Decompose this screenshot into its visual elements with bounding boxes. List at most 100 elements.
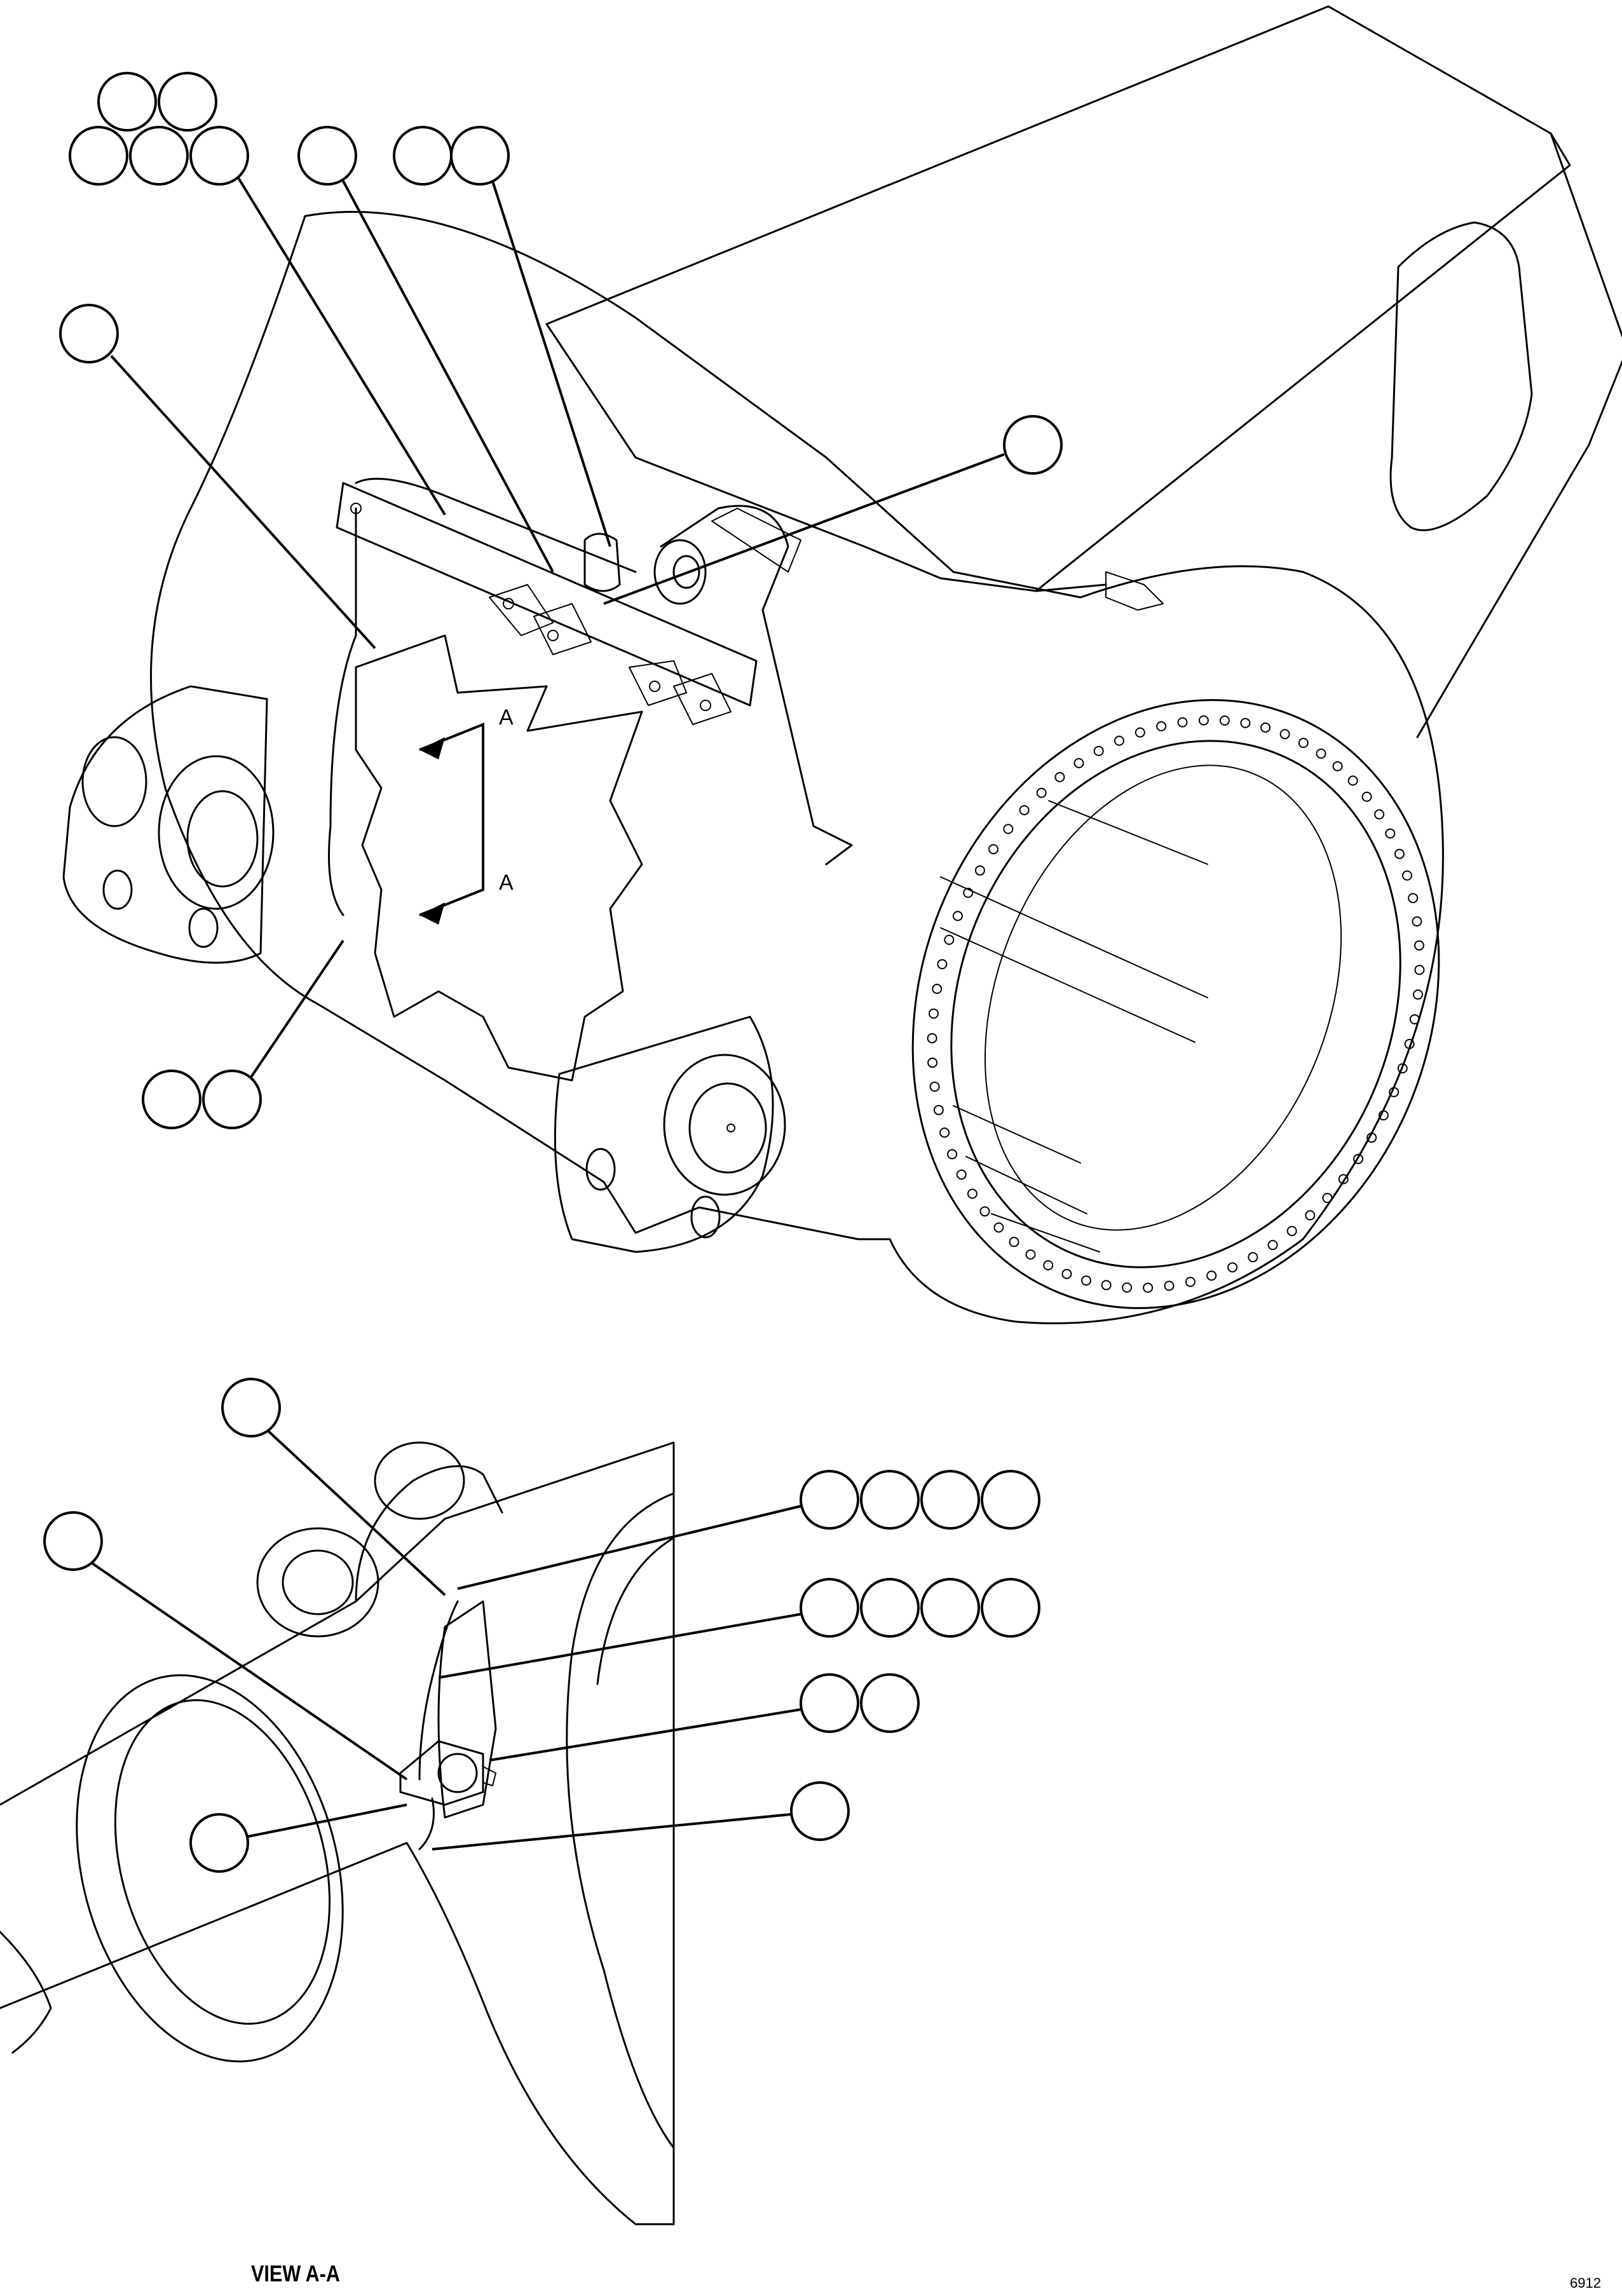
callout-balloon <box>790 1781 850 1841</box>
bolt-hole <box>1093 745 1104 756</box>
callout-balloon <box>393 126 453 186</box>
bolt-hole <box>1164 1280 1175 1291</box>
sensor-canister <box>583 533 621 592</box>
bolt-hole <box>1227 1262 1238 1273</box>
bolt-hole <box>988 844 998 855</box>
callout-right <box>1003 415 1063 475</box>
left-mount-bracket <box>62 685 268 964</box>
section-arrows <box>419 723 484 925</box>
bolt-hole <box>1298 738 1309 748</box>
bolt-hole <box>993 1222 1004 1233</box>
bolt-hole <box>1081 1275 1091 1286</box>
bolt-hole <box>1401 870 1412 881</box>
bolt-hole <box>939 1127 950 1138</box>
figure-code: 6912 <box>1570 2275 1601 2291</box>
bolt-hole <box>1316 748 1326 759</box>
bolt-hole <box>1101 1280 1112 1291</box>
bolt-hole <box>1286 1226 1297 1237</box>
axle-housing-main-view: A A <box>59 5 1622 1324</box>
callout-balloon <box>981 1470 1040 1530</box>
bolt-hole <box>1353 1153 1363 1164</box>
bolt-hole <box>927 1033 937 1043</box>
bolt-hole <box>979 1206 990 1217</box>
bolt-hole <box>967 1188 978 1199</box>
bolt-hole <box>1114 735 1124 746</box>
detail-bore-inner <box>114 1699 331 2025</box>
arm-window <box>1389 221 1533 531</box>
callout-group-top-mid <box>297 126 357 186</box>
callout-group-lower-left <box>142 1070 262 1129</box>
bolt-hole <box>1043 1260 1054 1270</box>
bolt-hole <box>956 1169 967 1180</box>
bolt-hole <box>929 1009 939 1019</box>
bolt-hole <box>1305 1210 1316 1221</box>
bolt-hole <box>1003 824 1014 834</box>
callout-group-top-left <box>69 72 249 186</box>
bolt-hole <box>1347 775 1358 786</box>
bolt-hole <box>1374 809 1385 820</box>
callout-balloon <box>158 72 217 132</box>
bolt-hole <box>1322 1193 1333 1204</box>
view-caption: VIEW A-A <box>251 2260 340 2286</box>
callout-balloon <box>800 1578 859 1638</box>
bolt-hole <box>1414 940 1424 951</box>
detail-view-a-a <box>0 1378 1040 2225</box>
callout-balloon <box>860 1470 920 1530</box>
housing-body <box>150 210 1444 1324</box>
bolt-hole <box>1338 1174 1349 1185</box>
callout-balloon <box>142 1070 201 1129</box>
arm-side-panel <box>1416 132 1622 738</box>
callout-balloon <box>69 126 128 186</box>
callout-balloon <box>860 1673 920 1733</box>
bolt-hole <box>1206 1270 1217 1281</box>
detail-leader-lines <box>91 1429 801 1851</box>
bolt-hole <box>1009 1237 1019 1247</box>
bolt-hole <box>1397 1063 1408 1074</box>
housing-arm <box>545 5 1571 592</box>
bolt-hole <box>1404 1038 1415 1049</box>
callout-balloon <box>800 1673 859 1733</box>
bolt-hole <box>1414 965 1425 975</box>
bolt-hole <box>1143 1282 1154 1293</box>
bolt-hole <box>963 887 974 898</box>
callout-balloon <box>297 126 357 186</box>
bolt-hole <box>1177 717 1188 728</box>
bolt-hole <box>1389 1087 1400 1097</box>
callout-balloon <box>920 1578 980 1638</box>
bolt-hole <box>1412 916 1422 927</box>
callout-balloon <box>450 126 510 186</box>
bolt-hole <box>929 1082 940 1092</box>
detail-housing <box>0 1441 675 2225</box>
bolt-hole <box>1385 828 1396 839</box>
bolt-hole <box>1260 722 1271 733</box>
bolt-hole <box>952 911 963 921</box>
bolt-hole <box>1413 989 1423 1000</box>
bolt-hole <box>1248 1252 1258 1263</box>
callout-balloon <box>97 72 157 132</box>
detail-sensor <box>399 1740 484 1806</box>
bolt-hole <box>1409 1014 1420 1024</box>
bolt-hole <box>1185 1277 1196 1287</box>
bolt-hole <box>1279 729 1290 740</box>
detail-wire <box>418 1600 459 1851</box>
callout-balloon <box>59 304 119 363</box>
callout-balloon <box>43 1511 103 1571</box>
harness-bracket-bar <box>336 482 758 707</box>
bolt-hole <box>933 1104 944 1115</box>
callout-balloon <box>860 1578 920 1638</box>
lower-pin-boss <box>663 1054 786 1196</box>
flange-ring-inner <box>950 740 1401 1268</box>
flange-bolt-holes <box>927 715 1425 1293</box>
section-marker-lower: A <box>499 871 514 895</box>
callout-balloon <box>1003 415 1063 475</box>
bolt-hole <box>1408 893 1419 904</box>
bolt-hole <box>1156 721 1167 731</box>
bolt-hole <box>1394 848 1405 859</box>
bolt-hole <box>1332 761 1343 771</box>
bolt-hole <box>1036 787 1047 798</box>
callout-balloon <box>981 1578 1040 1638</box>
callout-balloon <box>221 1378 281 1437</box>
bolt-hole <box>1378 1110 1389 1121</box>
flange-ring-outer <box>911 699 1440 1309</box>
callout-left <box>59 304 119 363</box>
